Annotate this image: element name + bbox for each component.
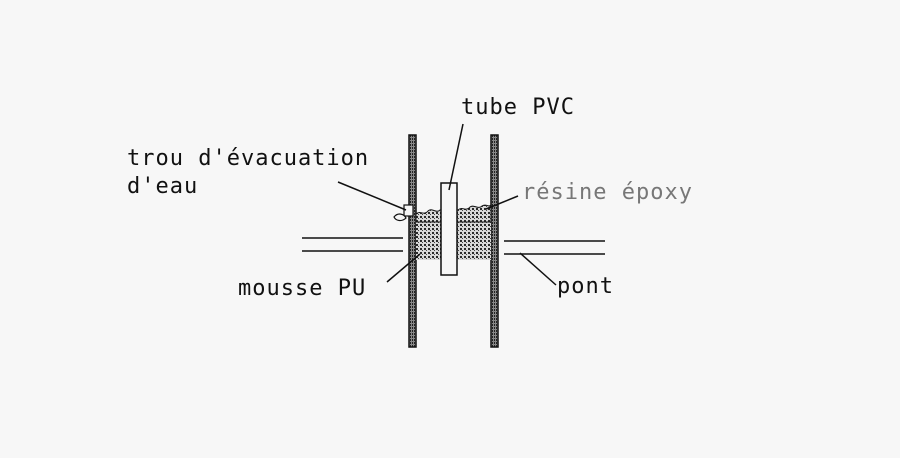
deck-right: [504, 240, 605, 255]
drain-hole: [403, 204, 414, 217]
right-wall: [490, 134, 499, 348]
label-drain-line1: trou d'évacuation: [127, 146, 370, 171]
label-drain-line2: d'eau: [127, 174, 199, 199]
leader-foam: [386, 253, 421, 283]
pvc-tube: [440, 182, 458, 276]
label-resin-epoxy: résine époxy: [522, 180, 693, 205]
leader-resin: [485, 195, 519, 210]
leader-drain: [337, 181, 407, 211]
label-tube-pvc: tube PVC: [461, 95, 575, 120]
drain-blob: [393, 213, 407, 222]
leader-deck: [519, 252, 557, 286]
label-foam-pu: mousse PU: [238, 276, 367, 301]
left-wall: [408, 134, 417, 348]
label-deck: pont: [557, 274, 614, 299]
deck-left: [302, 237, 403, 252]
leader-tube: [448, 123, 464, 191]
